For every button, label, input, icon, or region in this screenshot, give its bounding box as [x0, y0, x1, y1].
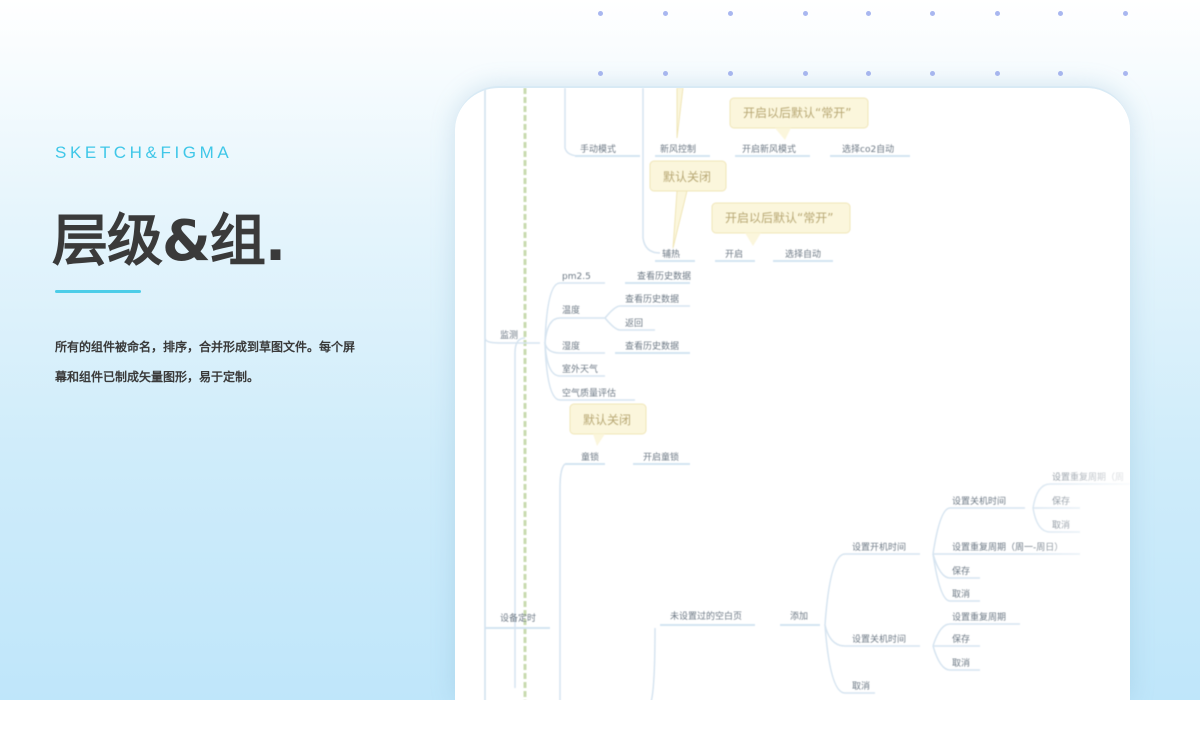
decorative-dot: [995, 11, 1000, 16]
description-line-2: 幕和组件已制成矢量图形，易于定制。: [55, 370, 260, 384]
node-temp-history: 查看历史数据: [625, 293, 679, 305]
decorative-dot: [1058, 11, 1063, 16]
decorative-dot: [803, 71, 808, 76]
decorative-dot: [866, 11, 871, 16]
node-open-fresh-air: 开启新风模式: [742, 143, 796, 155]
node-cancel-b: 取消: [952, 588, 970, 600]
node-open-child-lock: 开启童锁: [643, 451, 679, 463]
node-set-off-time-b: 设置关机时间: [852, 633, 906, 645]
decorative-dot: [663, 71, 668, 76]
footer-band: [0, 700, 1200, 730]
callout-text-3: 开启以后默认“常开”: [725, 210, 833, 225]
title-accent-line: [55, 290, 141, 293]
node-save-c: 保存: [952, 633, 970, 645]
node-pm25-history: 查看历史数据: [637, 270, 691, 282]
mindmap-diagram: 开启以后默认“常开” 默认关闭 开启以后默认“常开” 默认关闭 手动模式 新风控…: [484, 88, 1130, 700]
decorative-dot: [1123, 71, 1128, 76]
hero-section: SKETCH&FIGMA 层级&组. 所有的组件被命名，排序，合并形成到草图文件…: [0, 0, 1200, 700]
decorative-dot: [1123, 11, 1128, 16]
node-temperature: 温度: [562, 304, 580, 316]
decorative-dot-grid: [598, 8, 1138, 80]
decorative-dot: [930, 71, 935, 76]
node-temp-return: 返回: [625, 317, 643, 329]
decorative-dot: [866, 71, 871, 76]
node-add: 添加: [790, 611, 808, 622]
node-save-b: 保存: [952, 565, 970, 577]
node-cancel-d: 取消: [852, 680, 870, 692]
decorative-dot: [598, 71, 603, 76]
description-line-1: 所有的组件被命名，排序，合并形成到草图文件。每个屏: [55, 340, 356, 354]
node-humidity-history: 查看历史数据: [625, 340, 679, 352]
node-outdoor-weather: 室外天气: [562, 363, 598, 375]
decorative-dot: [598, 11, 603, 16]
node-manual-mode: 手动模式: [580, 143, 616, 155]
decorative-dot: [728, 71, 733, 76]
page-title: 层级&组.: [52, 209, 286, 274]
node-monitor: 监测: [500, 329, 518, 341]
mindmap-preview-card: 开启以后默认“常开” 默认关闭 开启以后默认“常开” 默认关闭 手动模式 新风控…: [455, 86, 1130, 700]
callout-text-2: 默认关闭: [663, 169, 711, 184]
node-device-timer: 设备定时: [500, 612, 536, 624]
node-humidity: 湿度: [562, 340, 580, 352]
node-cancel-c: 取消: [952, 657, 970, 669]
node-set-repeat-week-cut: 设置重复周期（周: [1052, 471, 1124, 483]
node-set-repeat: 设置重复周期: [952, 611, 1006, 623]
callout-text-1: 开启以后默认“常开”: [743, 105, 851, 120]
node-open: 开启: [725, 248, 743, 260]
decorative-dot: [803, 11, 808, 16]
node-child-lock: 童锁: [581, 451, 599, 463]
node-set-off-time-a: 设置关机时间: [952, 495, 1006, 507]
node-assist-heat: 辅热: [662, 248, 680, 260]
node-cancel-a: 取消: [1052, 519, 1070, 531]
eyebrow-label: SKETCH&FIGMA: [55, 143, 233, 162]
node-air-quality: 空气质量评估: [562, 387, 616, 399]
decorative-dot: [663, 11, 668, 16]
node-empty-page: 未设置过的空白页: [670, 610, 742, 622]
decorative-dot: [1058, 71, 1063, 76]
node-set-repeat-week: 设置重复周期（周一-周日）: [952, 541, 1063, 553]
decorative-dot: [728, 11, 733, 16]
node-pm25: pm2.5: [562, 272, 591, 282]
decorative-dot: [995, 71, 1000, 76]
node-set-on-time: 设置开机时间: [852, 541, 906, 553]
node-select-auto: 选择自动: [785, 248, 821, 260]
node-co2-auto: 选择co2自动: [842, 143, 894, 155]
decorative-dot: [930, 11, 935, 16]
node-fresh-air: 新风控制: [660, 143, 696, 155]
node-save-a: 保存: [1052, 495, 1070, 507]
callout-text-4: 默认关闭: [583, 412, 631, 427]
